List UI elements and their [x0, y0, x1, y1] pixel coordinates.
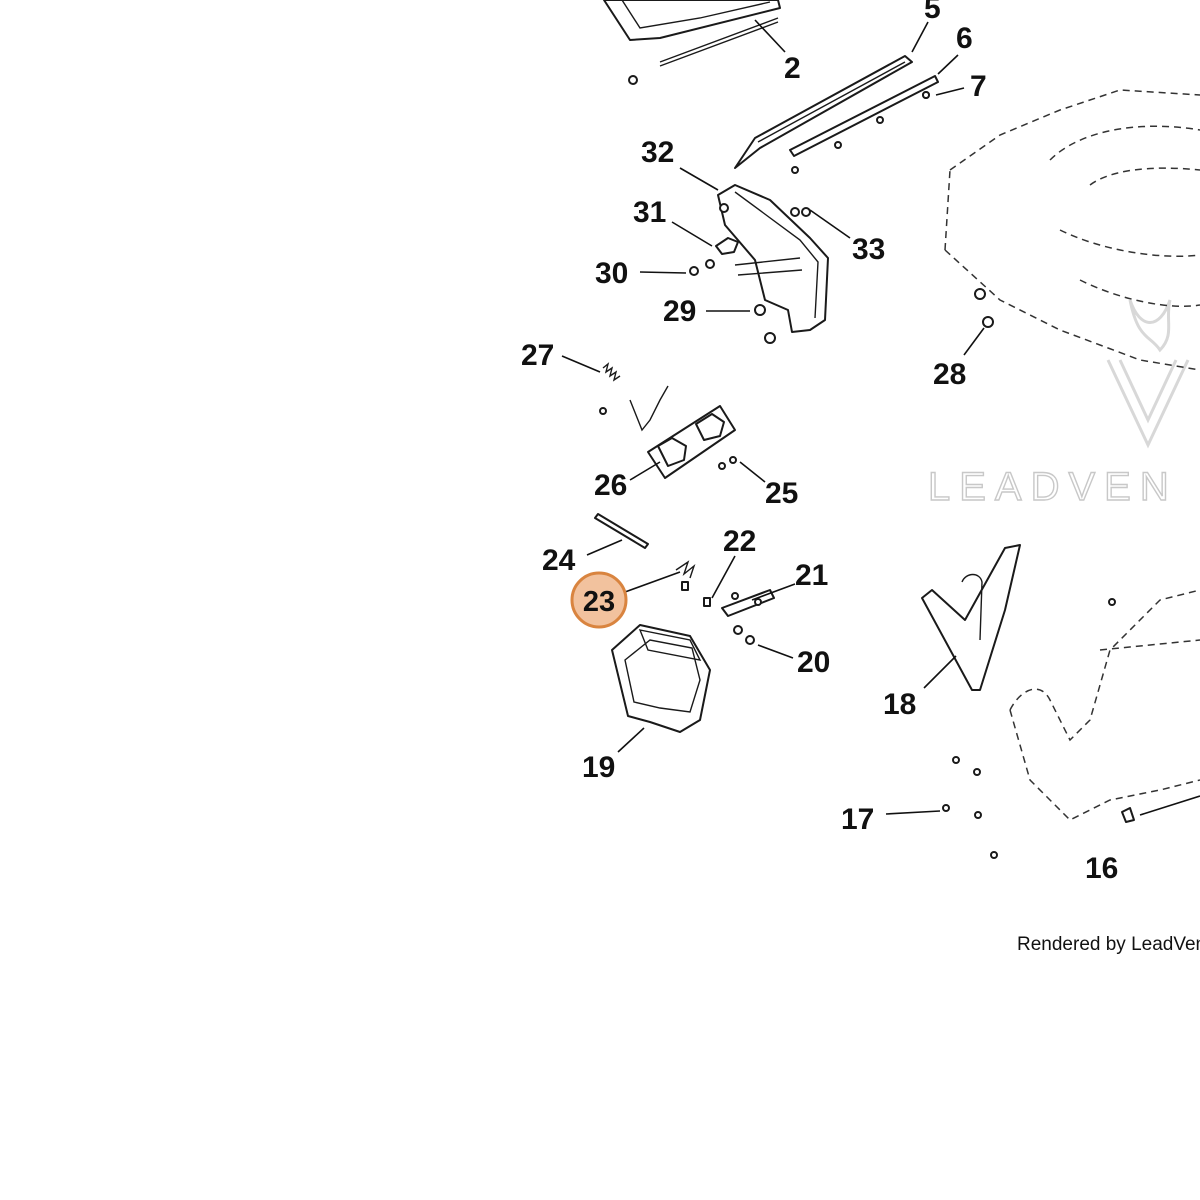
callout-32[interactable]: 32: [641, 136, 674, 169]
callout-6[interactable]: 6: [956, 22, 973, 55]
render-credit: Rendered by LeadVent: [1017, 934, 1200, 955]
callout-19[interactable]: 19: [582, 751, 615, 784]
part-rod-24: [594, 513, 649, 549]
part-assembly-26: [599, 385, 736, 479]
callout-26[interactable]: 26: [594, 469, 627, 502]
part-plate-5: [734, 55, 913, 169]
part-bracket-21: [721, 589, 775, 645]
watermark-text: LEADVEN: [928, 465, 1178, 509]
part-strip-6: [789, 75, 939, 174]
callout-33[interactable]: 33: [852, 233, 885, 266]
part-housing-lower: [1009, 589, 1200, 821]
part-frame-19: [611, 624, 711, 733]
callout-18[interactable]: 18: [883, 688, 916, 721]
callout-7[interactable]: 7: [970, 70, 987, 103]
callout-24[interactable]: 24: [542, 544, 576, 577]
part-chute-18: [921, 544, 1021, 691]
callout-31[interactable]: 31: [633, 196, 666, 229]
part-screw-33: [790, 207, 800, 217]
callout-16[interactable]: 16: [1085, 852, 1118, 885]
part-screw-7: [922, 91, 930, 99]
part-spring-27: [602, 362, 621, 382]
part-housing-dashed: [944, 89, 1200, 371]
part-bracket-32: [717, 184, 829, 333]
leadventure-logo-icon: [1106, 299, 1190, 449]
callout-30[interactable]: 30: [595, 257, 628, 290]
callout-22[interactable]: 22: [723, 525, 756, 558]
callout-17[interactable]: 17: [841, 803, 874, 836]
callout-5[interactable]: 5: [924, 0, 941, 25]
part-screws-25: [718, 456, 737, 470]
callout-29[interactable]: 29: [663, 295, 696, 328]
part-latch-31: [715, 237, 739, 255]
callouts: 2 5 6 7 32 31 33 30 29 28 27 26 25 24 22…: [521, 0, 1118, 885]
callout-20[interactable]: 20: [797, 646, 830, 679]
callout-2[interactable]: 2: [784, 52, 801, 85]
callout-28[interactable]: 28: [933, 358, 966, 391]
part-clip-16: [1121, 807, 1135, 823]
part-spring-23: [675, 560, 711, 607]
part-handle-top: [603, 0, 781, 85]
callout-23[interactable]: 23: [583, 586, 615, 618]
callout-27[interactable]: 27: [521, 339, 554, 372]
part-screws-29-30: [689, 259, 776, 344]
callout-21[interactable]: 21: [795, 559, 828, 592]
part-screws-17: [942, 756, 998, 859]
callout-23-highlight[interactable]: [570, 571, 628, 629]
leader-lines: [561, 19, 1200, 816]
callout-25[interactable]: 25: [765, 477, 798, 510]
